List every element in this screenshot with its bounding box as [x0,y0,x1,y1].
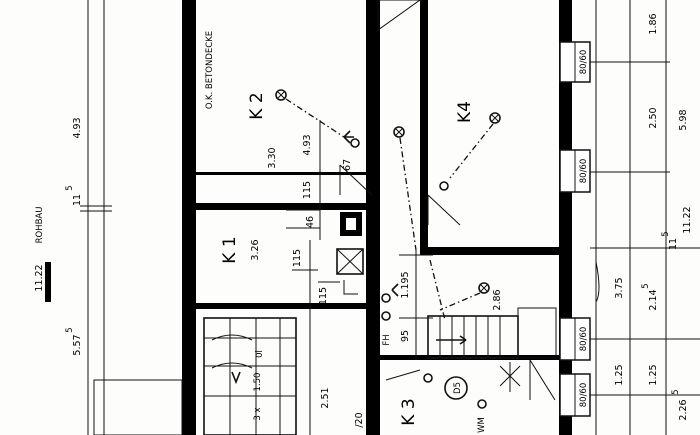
dim-r-11-5: 11 [668,238,679,250]
wall-center-vertical [366,0,380,435]
dim-k1-115a: 115 [292,249,303,267]
dim-r-11-5-sup: 5 [661,231,671,236]
dim-k2-115: 115 [302,181,313,199]
right-dimensions [590,0,700,435]
wall-k1-top [196,203,366,210]
label-d5: D5 [453,382,463,394]
cabinet-shelf-a: 0l [255,350,265,358]
left-dimensions [45,0,183,435]
dim-r-2-50: 2.50 [648,107,659,128]
dim-left-5-57: 5.57 [72,334,83,355]
cabinet-shelf-b: 1.50 [253,373,263,392]
dim-k1-20: /20 [354,412,365,427]
label-fh: FH [382,334,392,345]
staircase [427,307,557,359]
k2-electrical [275,89,373,196]
cabinet [203,317,297,435]
wall-k1-bottom [196,303,366,309]
dim-left-5-57-sup: 5 [65,327,75,332]
hallway-fixtures [381,250,490,360]
dim-left-4-93: 4.93 [72,117,83,138]
room-k1: K 1 [220,236,240,263]
dim-k2-67: 67 [342,159,353,171]
wall-left-vertical [182,0,196,435]
wall-k4-bottom [428,247,559,255]
dim-h-95: 95 [400,330,411,342]
k1-height: 3.26 [250,239,261,260]
cabinet-shelf-c: 3 x [253,407,263,420]
room-k2: K 2 [247,92,267,119]
dim-r-2-26-sup: 5 [671,389,681,394]
dim-r-1-25b: 1.25 [648,364,659,385]
dim-k1-2-51: 2.51 [320,387,331,408]
walls [182,0,572,435]
rohbau-value: 11.22 [34,264,45,291]
dim-r-1-86: 1.86 [648,13,659,34]
window-label-4: 80/60 [579,383,589,408]
dim-r-5-98: 5.98 [678,109,689,130]
dim-r-1-25: 1.25 [614,364,625,385]
dim-r-3-75: 3.75 [614,277,625,298]
window-label-1: 80/60 [579,50,589,75]
k1-fixtures [292,240,364,435]
dim-r-11-22: 11.22 [682,206,693,233]
k3-fixtures [385,359,556,409]
window-label-2: 80/60 [579,159,589,184]
room-k4: K4 [455,101,475,123]
chimney-flue [346,218,356,230]
dim-k2-46: 46 [305,216,316,228]
label-wm: WM [477,417,487,433]
dim-k2-4-93: 4.93 [302,134,313,155]
dim-h-1195: 1.195 [400,271,411,298]
room-k3: K 3 [399,398,419,425]
dim-r-2-14: 2.14 [648,289,659,310]
k2-height: 3.30 [267,147,278,168]
dim-r-2-26: 2.26 [678,399,689,420]
window-frames [559,41,591,417]
label-betondecke: O.K. BETONDECKE [205,31,215,109]
k4-electrical [377,0,501,251]
wall-k2-line [196,172,366,175]
wall-k4-left [420,0,428,255]
dim-k1-115b: 115 [318,287,329,305]
rohbau-label: ROHBAU [35,207,45,244]
window-label-3: 80/60 [579,327,589,352]
dim-left-11-5: 11 [72,194,83,206]
wall-k3-left [372,360,380,435]
dim-h-2-86: 2.86 [492,289,503,310]
dim-left-11-5-sup: 5 [65,185,75,190]
dim-r-2-14-sup: 5 [641,283,651,288]
